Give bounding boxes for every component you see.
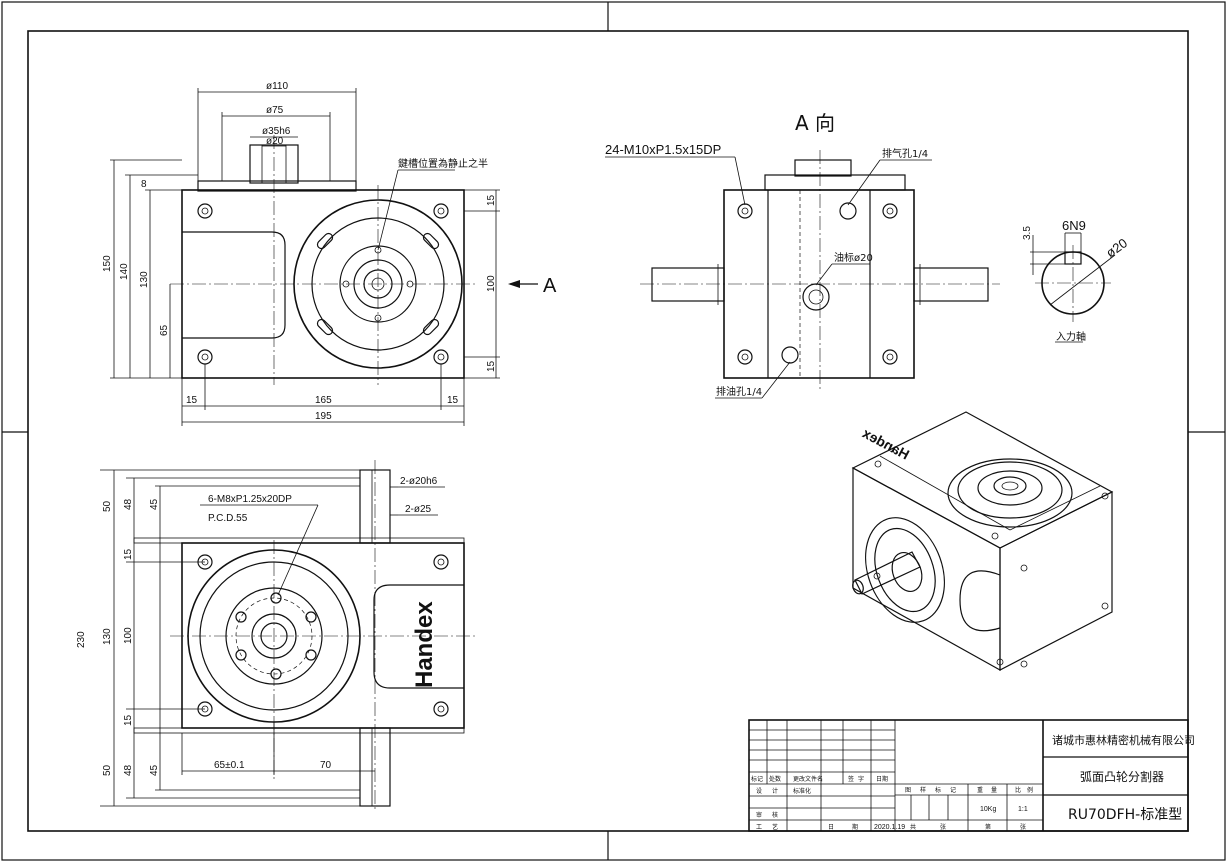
tb-hdr-count: 处数 <box>769 775 781 783</box>
dim-right-100: 100 <box>486 275 497 292</box>
tb-product: 弧面凸轮分割器 <box>1080 769 1164 784</box>
tb-col-2: 样 <box>920 786 926 794</box>
tb-craft-2: 艺 <box>772 823 778 831</box>
tb-col-8: 例 <box>1027 786 1033 794</box>
callout-bore-d25: 2-ø25 <box>405 504 432 515</box>
label-input-shaft: 入力軸 <box>1056 330 1086 343</box>
note-position: 鍵槽位置為静止之半 <box>398 157 488 170</box>
tb-sheet-4: 张 <box>1020 823 1026 831</box>
dim-150: 150 <box>102 255 113 272</box>
dim-d35h6: ø35h6 <box>262 126 291 137</box>
tb-col-7: 比 <box>1015 786 1021 794</box>
dim-65: 65 <box>159 324 170 336</box>
dim-70: 70 <box>320 760 332 771</box>
tb-hdr-sign1: 签 <box>848 775 854 783</box>
dim-d75: ø75 <box>266 105 284 116</box>
tb-sheet-2: 张 <box>940 823 946 831</box>
dim-bot-48: 48 <box>123 764 134 776</box>
tb-col-4: 记 <box>950 787 956 794</box>
dim-d20: ø20 <box>266 136 284 147</box>
dim-6n9: 6N9 <box>1062 218 1086 233</box>
tb-sheet-1: 共 <box>910 823 916 831</box>
callout-holes-m8: 6-M8xP1.25x20DP <box>208 494 292 505</box>
tb-sheet-3: 第 <box>985 823 991 831</box>
side-view-labels: A 向 24-M10xP1.5x15DP 排气孔1/4 油标ø20 排油孔1/4 <box>605 111 928 398</box>
tb-col-1: 图 <box>905 787 911 794</box>
dim-bot-45: 45 <box>149 764 160 776</box>
shaft-section-labels: 3.5 6N9 ø20 入力軸 <box>1022 218 1130 343</box>
dim-bot-50: 50 <box>102 764 113 776</box>
shaft-section <box>1030 232 1116 343</box>
tb-design-std: 标准化 <box>793 787 811 795</box>
tb-check-1: 审 <box>756 811 762 819</box>
callout-pcd: P.C.D.55 <box>208 513 248 524</box>
dim-d110: ø110 <box>266 81 288 92</box>
callout-shaft-d20h6: 2-ø20h6 <box>400 476 438 487</box>
front-view-labels: ø110 ø75 ø35h6 ø20 鍵槽位置為静止之半 150 140 130… <box>102 81 557 422</box>
iso-view: Handex <box>851 411 1114 672</box>
dim-top-45: 45 <box>149 498 160 510</box>
dim-top-48: 48 <box>123 498 134 510</box>
tb-model: RU70DFH-标准型 <box>1068 807 1182 823</box>
side-view <box>605 150 1000 399</box>
tb-col-3: 标 <box>935 786 941 794</box>
front-view <box>110 88 538 426</box>
dim-top-100: 100 <box>123 627 134 644</box>
dim-195: 195 <box>315 411 332 422</box>
dim-right-15-bottom: 15 <box>486 360 497 372</box>
dim-shaft-d20: ø20 <box>1103 235 1130 260</box>
dim-right-15-top: 15 <box>486 194 497 206</box>
tb-hdr-sign2: 字 <box>858 775 864 783</box>
tb-design-1: 设 <box>756 787 762 795</box>
title-block: 诸城市惠林精密机械有限公司 弧面凸轮分割器 RU70DFH-标准型 10Kg 1… <box>748 719 1195 832</box>
tb-scale: 1:1 <box>1018 806 1028 813</box>
tb-design-2: 计 <box>772 787 778 795</box>
tb-hdr-date: 日期 <box>876 775 888 783</box>
callout-holes-m10: 24-M10xP1.5x15DP <box>605 142 721 157</box>
dim-140: 140 <box>119 263 130 280</box>
dim-bottom-15-right: 15 <box>447 395 459 406</box>
tb-col-5: 重 <box>977 786 983 794</box>
tb-company: 诸城市惠林精密机械有限公司 <box>1052 733 1195 747</box>
dim-8: 8 <box>141 179 147 190</box>
tb-date: 2020.1.19 <box>874 824 905 831</box>
view-arrow-label: A <box>543 275 557 297</box>
dim-65-tol: 65±0.1 <box>214 760 245 771</box>
tb-col-6: 量 <box>991 787 997 794</box>
tb-date-2: 期 <box>852 823 858 831</box>
dim-top-130: 130 <box>102 628 113 645</box>
tb-check-2: 核 <box>772 811 778 819</box>
dim-165: 165 <box>315 395 332 406</box>
brand-top-view: Handex <box>411 601 438 688</box>
top-view <box>100 460 478 812</box>
top-view-labels: 50 48 45 230 130 100 15 15 50 48 45 2-ø2… <box>76 476 438 776</box>
dim-130: 130 <box>139 271 150 288</box>
dim-bottom-15-left: 15 <box>186 395 198 406</box>
note-oil-level: 油标ø20 <box>834 251 873 264</box>
dim-top-15a: 15 <box>123 548 134 560</box>
tb-weight: 10Kg <box>980 806 996 813</box>
dim-top-50: 50 <box>102 500 113 512</box>
tb-hdr-mark: 标记 <box>751 775 763 783</box>
note-vent: 排气孔1/4 <box>882 147 928 160</box>
side-view-title: A 向 <box>795 111 835 135</box>
brand-iso-view: Handex <box>860 425 912 463</box>
tb-craft-1: 工 <box>756 824 762 831</box>
tb-date-1: 日 <box>828 824 834 831</box>
note-drain: 排油孔1/4 <box>716 385 762 398</box>
dim-230: 230 <box>76 631 87 648</box>
tb-hdr-doc: 更改文件名 <box>793 775 823 783</box>
dim-3-5: 3.5 <box>1022 226 1033 240</box>
dim-top-15b: 15 <box>123 714 134 726</box>
